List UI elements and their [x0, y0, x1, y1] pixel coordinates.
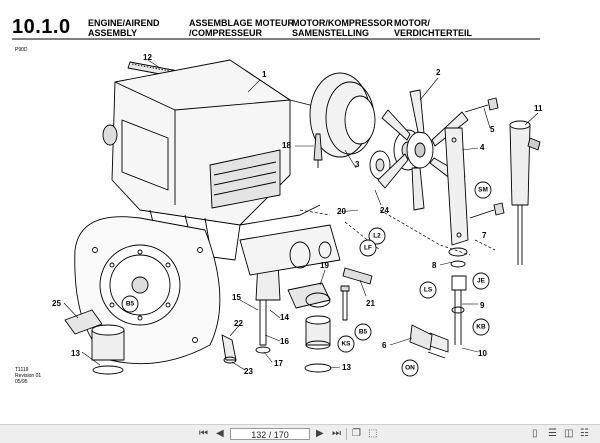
kit-circle-b5-left	[121, 295, 139, 313]
title-english: ENGINE/AIREND ASSEMBLY	[88, 18, 160, 38]
callout-1: 1	[262, 70, 267, 79]
callout-12: 12	[143, 53, 152, 62]
kit-circle-on	[401, 359, 419, 377]
kit-label-b5-left: B5	[126, 301, 135, 308]
revision-date: 05/95	[15, 379, 28, 385]
title-french: ASSEMBLAGE MOTEUR /COMPRESSEUR	[189, 18, 295, 38]
engine-mount-left	[64, 309, 125, 375]
continuous-icon[interactable]: ☰	[548, 428, 557, 439]
callout-14: 14	[280, 313, 289, 322]
bolt-sm	[469, 202, 505, 219]
kit-circle-ks	[337, 335, 355, 353]
callout-7: 7	[482, 231, 487, 240]
bolt-b5	[340, 285, 350, 321]
kit-label-sm: SM	[478, 187, 488, 194]
bolt-16	[255, 299, 271, 354]
callout-17: 17	[274, 359, 283, 368]
callout-21: 21	[366, 299, 375, 308]
two-page-icon[interactable]: ◫	[564, 428, 574, 439]
callout-6: 6	[382, 341, 387, 350]
callout-15: 15	[232, 293, 241, 302]
kit-label-b5-right: B5	[359, 329, 368, 336]
starter-motor	[239, 224, 341, 276]
callout-22: 22	[234, 319, 243, 328]
viewer-toolbar: ⏮ ◀ 132 / 170 ▶ ⏭ ❐ ⬚ ▯ ☰ ◫ ☷	[0, 424, 600, 443]
fit-page-icon[interactable]: ❐	[352, 428, 361, 439]
kit-label-je: JE	[477, 278, 486, 285]
kit-label-on: ON	[405, 365, 415, 372]
callout-9: 9	[480, 301, 485, 310]
kit-label-ls: LS	[424, 287, 433, 294]
kit-label-ks: KS	[341, 341, 351, 348]
kit-circle-l2	[368, 227, 386, 245]
air-cylinder	[509, 120, 541, 265]
mounting-bracket	[444, 127, 469, 246]
kit-circle-sm	[474, 181, 492, 199]
exploded-view-diagram: 1 2 3 4 5 6 7 8 9 10 11 12 13 13 14 15 1…	[12, 38, 543, 377]
toolbar-separator	[346, 428, 347, 440]
previous-page-icon[interactable]: ◀	[216, 428, 224, 439]
callout-16: 16	[280, 337, 289, 346]
drawing-ref: T1119	[15, 367, 29, 373]
callout-3: 3	[355, 160, 360, 169]
bolt-5	[464, 97, 499, 113]
callout-24: 24	[380, 206, 389, 215]
last-page-icon[interactable]: ⏭	[332, 428, 341, 439]
callout-23: 23	[244, 367, 253, 376]
first-page-icon[interactable]: ⏮	[199, 428, 208, 439]
kit-label-lf: LF	[364, 245, 372, 252]
pulley-assembly	[309, 72, 423, 180]
model-code: P90D	[15, 47, 28, 53]
callout-20: 20	[337, 207, 346, 216]
kit-circle-lf	[359, 239, 377, 257]
linkage-assembly	[409, 247, 468, 359]
callout-19: 19	[320, 261, 329, 270]
kit-label-kb: KB	[476, 324, 486, 331]
callout-13-left: 13	[71, 349, 80, 358]
callout-10: 10	[478, 349, 487, 358]
title-german: MOTOR/ VERDICHTERTEIL	[394, 18, 473, 38]
two-page-continuous-icon[interactable]: ☷	[580, 428, 589, 439]
fit-width-icon[interactable]: ⬚	[368, 428, 378, 439]
hose-fitting	[221, 334, 237, 364]
sensor-18	[313, 133, 323, 168]
page-header: 10.1.0 ENGINE/AIREND ASSEMBLY ASSEMBLAGE…	[12, 14, 542, 50]
next-page-icon[interactable]: ▶	[316, 428, 324, 439]
callout-25: 25	[52, 299, 61, 308]
kit-circle-ls	[419, 281, 437, 299]
kit-circle-kb	[472, 318, 490, 336]
kit-label-l2: L2	[373, 233, 381, 240]
page-number-input[interactable]: 132 / 170	[230, 428, 310, 440]
callout-2: 2	[436, 68, 441, 77]
revision-block: T1119 Revision 01 05/95	[15, 367, 41, 385]
kit-circle-b5-right	[354, 323, 372, 341]
callout-18: 18	[282, 141, 291, 150]
callout-5: 5	[490, 125, 495, 134]
sensor-21	[342, 267, 373, 285]
callout-4: 4	[480, 143, 485, 152]
engine-mount-right	[287, 282, 332, 373]
section-number: 10.1.0	[12, 16, 71, 38]
manual-page: 10.1.0 ENGINE/AIREND ASSEMBLY ASSEMBLAGE…	[12, 14, 544, 385]
callout-13-right: 13	[342, 363, 351, 372]
single-page-icon[interactable]: ▯	[532, 428, 538, 439]
revision-text: Revision 01	[15, 373, 42, 379]
callout-8: 8	[432, 261, 437, 270]
callout-11: 11	[534, 104, 543, 113]
kit-circle-je	[472, 272, 490, 290]
title-dutch: MOTOR/KOMPRESSOR SAMENSTELLING	[292, 18, 393, 38]
